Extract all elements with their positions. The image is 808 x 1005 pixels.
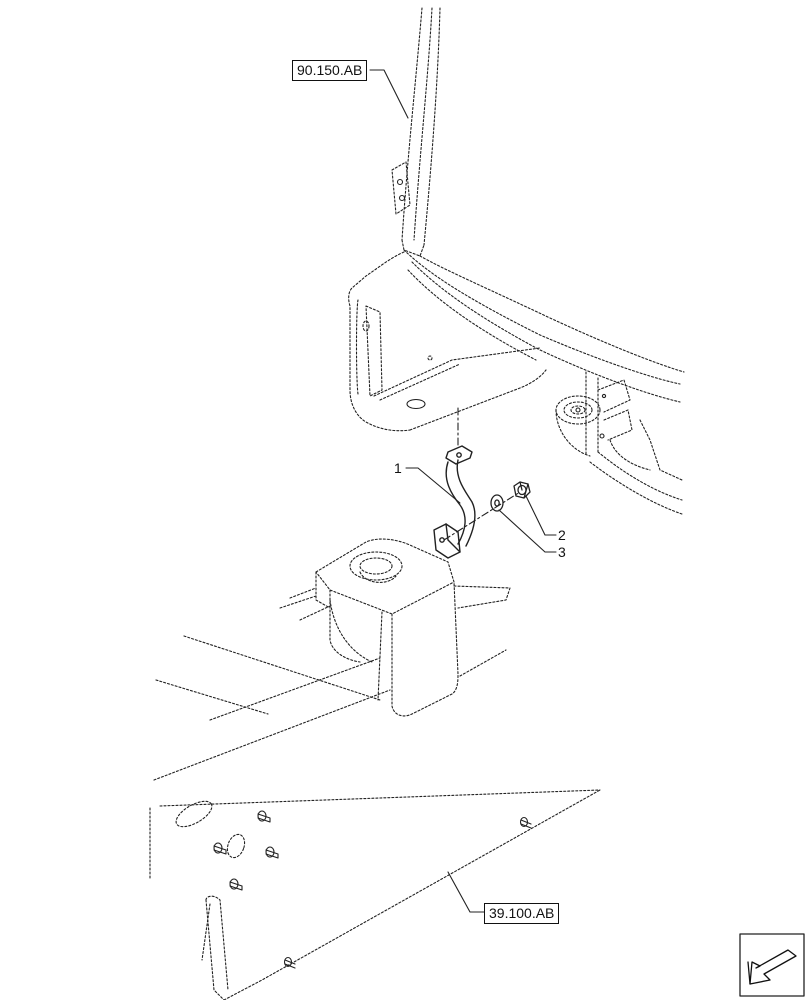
frame-fasteners xyxy=(575,393,607,439)
carriage-frame xyxy=(149,635,601,881)
part-2-nut[interactable] xyxy=(513,481,531,499)
part-1-ground-strap[interactable] xyxy=(433,445,476,559)
frame-bolts xyxy=(213,810,532,969)
leader-ref-top xyxy=(369,69,409,119)
next-page-arrow-icon[interactable] xyxy=(739,933,805,997)
leader-ref-bottom xyxy=(447,871,485,913)
upper-carriage-mount xyxy=(279,538,511,717)
leader-item-1 xyxy=(405,467,461,504)
frame-cross-member xyxy=(348,249,685,432)
leader-lines xyxy=(369,69,557,913)
callout-item-1: 1 xyxy=(394,460,402,476)
leader-item-2 xyxy=(525,495,557,536)
cab-pillar xyxy=(391,7,441,257)
callout-item-3: 3 xyxy=(558,544,566,560)
reference-box-39-100-ab[interactable]: 39.100.AB xyxy=(484,903,560,924)
pillar-bracket-holes xyxy=(396,178,406,202)
assembly-centerline-horizontal xyxy=(443,491,521,541)
right-frame-structure xyxy=(555,371,683,515)
leader-item-3 xyxy=(498,509,557,553)
lower-frame-plate xyxy=(175,789,601,1001)
callout-item-2: 2 xyxy=(558,527,566,543)
part-3-washer[interactable] xyxy=(490,494,504,512)
bracket-holes xyxy=(362,320,433,410)
reference-box-90-150-ab[interactable]: 90.150.AB xyxy=(292,60,368,81)
